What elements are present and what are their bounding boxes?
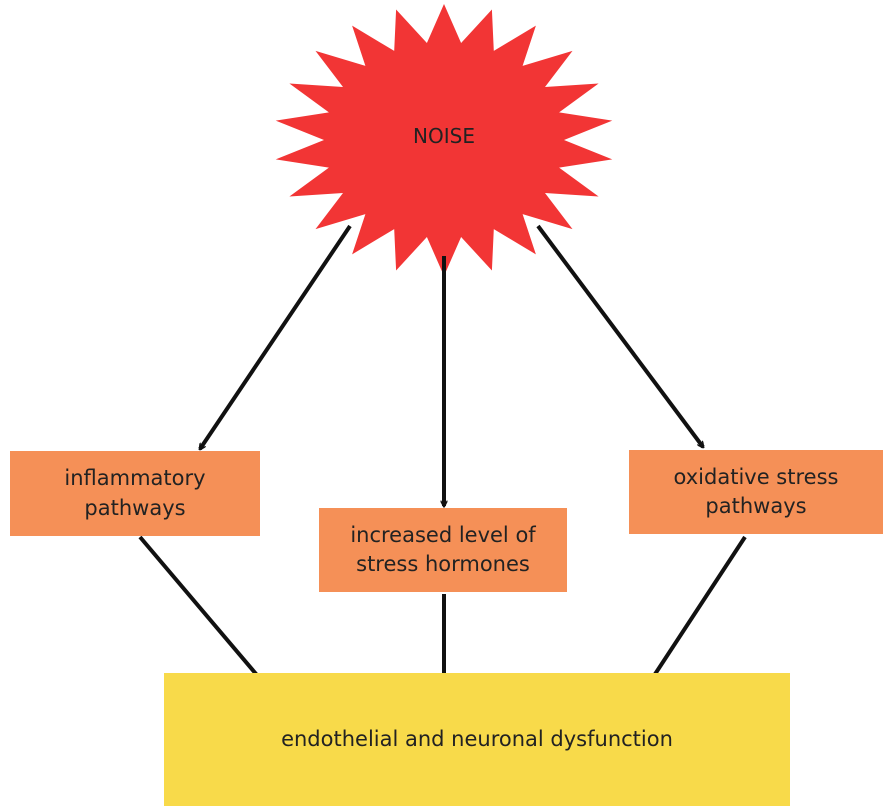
endothelial-neuronal-dysfunction-box: endothelial and neuronal dysfunction — [164, 673, 790, 806]
inflammatory-pathways-box: inflammatory pathways — [10, 451, 260, 536]
noise-burst-shape — [275, 4, 613, 276]
noise-label: NOISE — [413, 124, 475, 148]
stress-hormones-label: increased level of stress hormones — [350, 522, 536, 576]
stress-hormones-box: increased level of stress hormones — [319, 508, 567, 592]
arrow-inflammatory-to-dysfunction — [138, 535, 273, 694]
arrow-noise-to-oxidative — [536, 224, 703, 447]
oxidative-stress-label: oxidative stress pathways — [673, 464, 839, 518]
oxidative-stress-box: oxidative stress pathways — [629, 450, 883, 534]
arrow-oxidative-to-dysfunction — [640, 535, 747, 694]
endothelial-neuronal-dysfunction-label: endothelial and neuronal dysfunction — [281, 726, 673, 751]
inflammatory-pathways-label: inflammatory pathways — [64, 466, 206, 520]
arrow-noise-to-inflammatory — [198, 224, 352, 449]
